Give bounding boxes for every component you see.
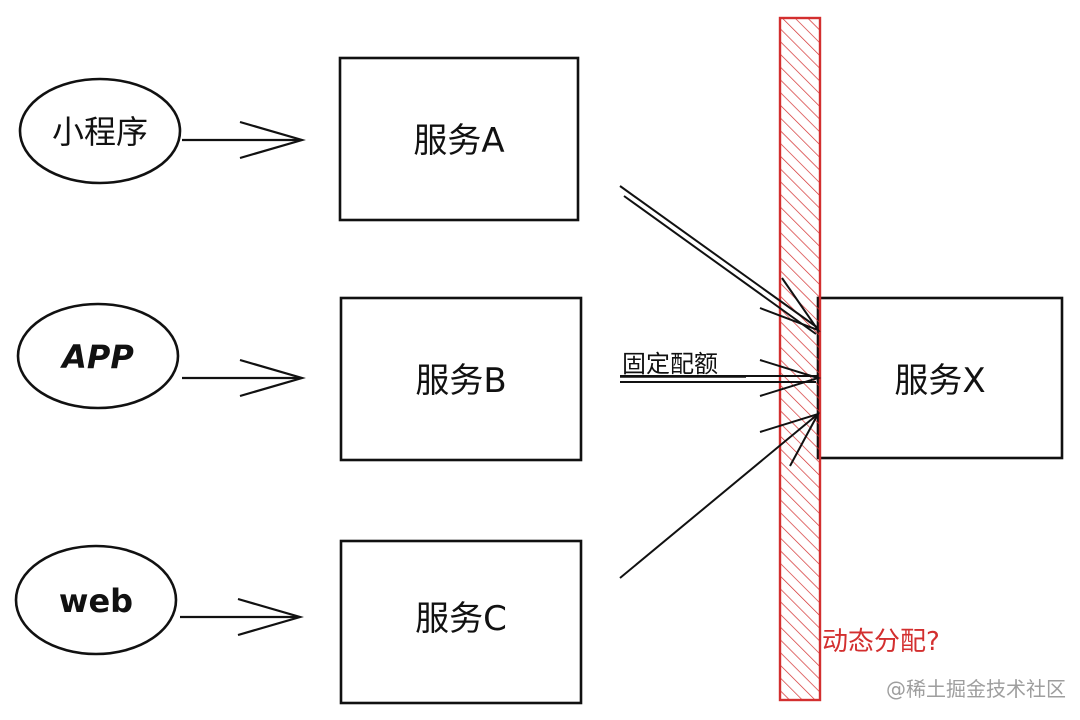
- arrow-service-c-to-x: [619, 412, 821, 579]
- arrow-client-to-service-b: [182, 358, 306, 398]
- arrow-client-to-service-a: [182, 120, 306, 160]
- client-label: APP: [59, 338, 134, 376]
- client-label: web: [59, 582, 133, 620]
- service-box: [338, 56, 580, 222]
- dynamic-allocation-barrier: [778, 16, 822, 702]
- service-box: [339, 539, 583, 705]
- service-a: 服务A: [338, 56, 580, 222]
- service-x-label: 服务X: [894, 361, 985, 401]
- barrier-label: 动态分配?: [822, 627, 940, 657]
- client-web: web: [14, 544, 178, 656]
- client-ellipse: [14, 544, 178, 656]
- client-ellipse: [18, 77, 182, 185]
- service-label: 服务A: [413, 121, 504, 161]
- client-label: 小程序: [52, 113, 148, 151]
- client-app: APP: [16, 302, 180, 410]
- service-c: 服务C: [339, 539, 583, 705]
- arrow-service-b-to-x: [620, 359, 822, 397]
- service-label: 服务C: [415, 599, 507, 639]
- service-x: 服务X: [816, 296, 1064, 460]
- fixed-quota-label: 固定配额: [622, 350, 718, 378]
- client-miniprogram: 小程序: [18, 77, 182, 185]
- client-ellipse: [16, 302, 180, 410]
- watermark: @稀土掘金技术社区: [886, 677, 1066, 701]
- service-label: 服务B: [415, 361, 506, 401]
- arrow-client-to-service-c: [180, 597, 304, 637]
- arrow-service-a-to-x: [619, 185, 821, 335]
- service-b: 服务B: [339, 296, 583, 462]
- service-box: [339, 296, 583, 462]
